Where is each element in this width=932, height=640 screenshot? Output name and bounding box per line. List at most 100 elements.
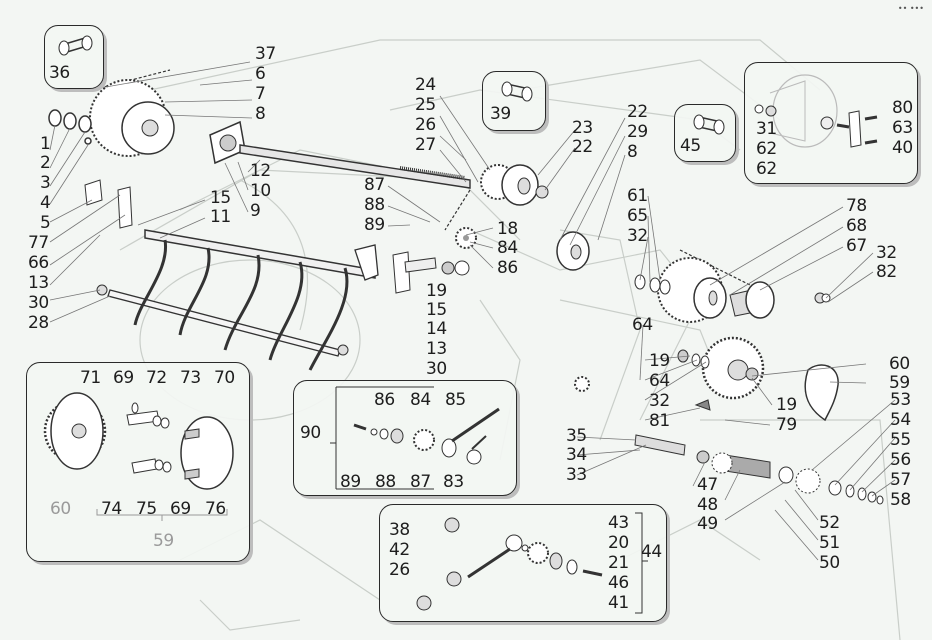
callout-62: 62 [756, 139, 777, 159]
callout-59-group: 59 [153, 531, 174, 551]
callout-27: 27 [415, 135, 436, 155]
callout-22: 22 [627, 102, 648, 122]
callout-80: 80 [892, 98, 913, 118]
callout-47: 47 [697, 475, 718, 495]
callout-42: 42 [389, 540, 410, 560]
lower-small-sprocket [574, 376, 590, 392]
inset-clutch-assembly [26, 362, 250, 562]
callout-86: 86 [374, 390, 395, 410]
callout-10: 10 [250, 181, 271, 201]
callout-87: 87 [364, 175, 385, 195]
callout-84: 84 [410, 390, 431, 410]
inset-pulley-hardware [744, 62, 918, 184]
callout-77: 77 [28, 233, 49, 253]
callout-2: 2 [40, 153, 51, 173]
callout-81: 81 [649, 411, 670, 431]
callout-39: 39 [490, 104, 511, 124]
callout-67: 67 [846, 236, 867, 256]
callout-90: 90 [300, 423, 321, 443]
callout-49: 49 [697, 514, 718, 534]
callout-4: 4 [40, 193, 51, 213]
callout-25: 25 [415, 95, 436, 115]
callout-19: 19 [649, 351, 670, 371]
idler-assembly-drawing [330, 386, 500, 490]
callout-46: 46 [608, 573, 629, 593]
chain-link-icon [58, 35, 93, 56]
inset-idler-assembly [293, 380, 517, 496]
callout-53: 53 [890, 390, 911, 410]
callout-50: 50 [819, 553, 840, 573]
callout-63: 63 [892, 118, 913, 138]
callout-48: 48 [697, 495, 718, 515]
callout-62: 62 [756, 159, 777, 179]
callout-64: 64 [632, 315, 653, 335]
callout-36: 36 [49, 63, 70, 83]
callout-9: 9 [250, 201, 261, 221]
callout-88: 88 [375, 472, 396, 492]
inset-chain-link-39 [482, 71, 546, 131]
chain-link-icon [693, 114, 725, 135]
callout-26: 26 [389, 560, 410, 580]
callout-13: 13 [28, 273, 49, 293]
callout-59: 59 [889, 373, 910, 393]
callout-51: 51 [819, 533, 840, 553]
left-bracket [84, 179, 349, 356]
callout-30: 30 [426, 359, 447, 379]
callout-26: 26 [415, 115, 436, 135]
callout-69: 69 [170, 499, 191, 519]
callout-83: 83 [443, 472, 464, 492]
callout-78: 78 [846, 196, 867, 216]
callout-52: 52 [819, 513, 840, 533]
callout-44: 44 [641, 542, 662, 562]
callout-5: 5 [40, 213, 51, 233]
clutch-gear-right [677, 336, 765, 411]
bearing-flange [209, 120, 246, 165]
callout-87: 87 [410, 472, 431, 492]
callout-60-gear: 60 [50, 499, 71, 519]
callout-40: 40 [892, 138, 913, 158]
callout-86: 86 [497, 258, 518, 278]
callout-74: 74 [101, 499, 122, 519]
callout-41: 41 [608, 593, 629, 613]
callout-82: 82 [876, 262, 897, 282]
callout-18: 18 [497, 219, 518, 239]
callout-29: 29 [627, 122, 648, 142]
callout-89: 89 [340, 472, 361, 492]
callout-11: 11 [210, 207, 231, 227]
callout-23: 23 [572, 118, 593, 138]
callout-65: 65 [627, 206, 648, 226]
callout-32: 32 [876, 243, 897, 263]
callout-45: 45 [680, 136, 701, 156]
callout-71: 71 [80, 368, 101, 388]
callout-19: 19 [776, 395, 797, 415]
callout-19: 19 [426, 281, 447, 301]
callout-20: 20 [608, 533, 629, 553]
callout-24: 24 [415, 75, 436, 95]
callout-56: 56 [890, 450, 911, 470]
callout-73: 73 [180, 368, 201, 388]
tensioner-assembly-drawing [416, 512, 648, 614]
callout-85: 85 [445, 390, 466, 410]
callout-14: 14 [426, 319, 447, 339]
clutch-drum [729, 281, 831, 319]
callout-72: 72 [146, 368, 167, 388]
output-shaft [634, 434, 884, 505]
callout-79: 79 [776, 415, 797, 435]
callout-8: 8 [627, 142, 638, 162]
callout-30: 30 [28, 293, 49, 313]
callout-33: 33 [566, 465, 587, 485]
callout-1: 1 [40, 134, 51, 154]
callout-32: 32 [627, 226, 648, 246]
callout-7: 7 [255, 84, 266, 104]
callout-89: 89 [364, 215, 385, 235]
callout-3: 3 [40, 173, 51, 193]
callout-38: 38 [389, 520, 410, 540]
callout-37: 37 [255, 44, 276, 64]
callout-13: 13 [426, 339, 447, 359]
callout-60: 60 [889, 354, 910, 374]
callout-76: 76 [205, 499, 226, 519]
inset-chain-link-45 [674, 104, 736, 162]
leader-lines [49, 61, 896, 561]
callout-21: 21 [608, 553, 629, 573]
